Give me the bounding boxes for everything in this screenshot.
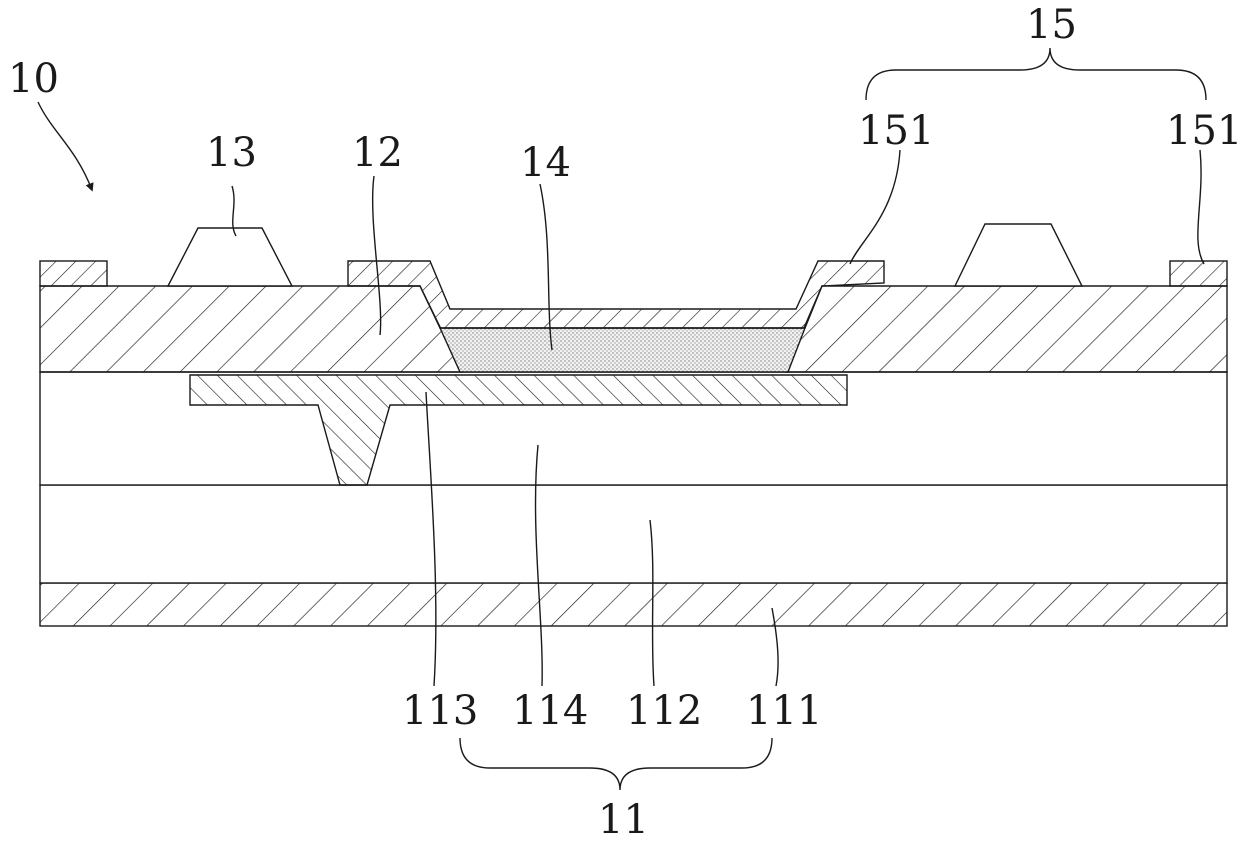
label-14: 14	[520, 140, 571, 186]
layer-12-left	[40, 286, 462, 372]
layer-13-bump-left	[168, 228, 292, 286]
layer-13-bump-right	[955, 224, 1082, 286]
right-edge-pad-151	[1170, 261, 1227, 286]
label-10: 10	[8, 56, 59, 102]
label-112: 112	[626, 688, 702, 734]
label-13: 13	[206, 130, 257, 176]
layer-112	[40, 485, 1227, 583]
leader-10-arrow	[38, 102, 92, 190]
label-11: 11	[598, 797, 649, 841]
brace-11	[460, 738, 772, 790]
label-113: 113	[402, 688, 478, 734]
leader-151-left	[850, 150, 900, 264]
left-edge-pad	[40, 261, 107, 286]
label-15: 15	[1026, 2, 1077, 48]
label-12: 12	[352, 130, 403, 176]
layer-111-substrate	[40, 583, 1227, 626]
layer-14-fill	[440, 328, 805, 372]
layer-12-right	[785, 286, 1227, 372]
label-111: 111	[746, 688, 822, 734]
brace-15	[866, 48, 1206, 100]
leader-151-right	[1198, 150, 1204, 264]
label-151-right: 151	[1166, 108, 1240, 154]
label-114: 114	[512, 688, 588, 734]
label-151-left: 151	[858, 108, 934, 154]
